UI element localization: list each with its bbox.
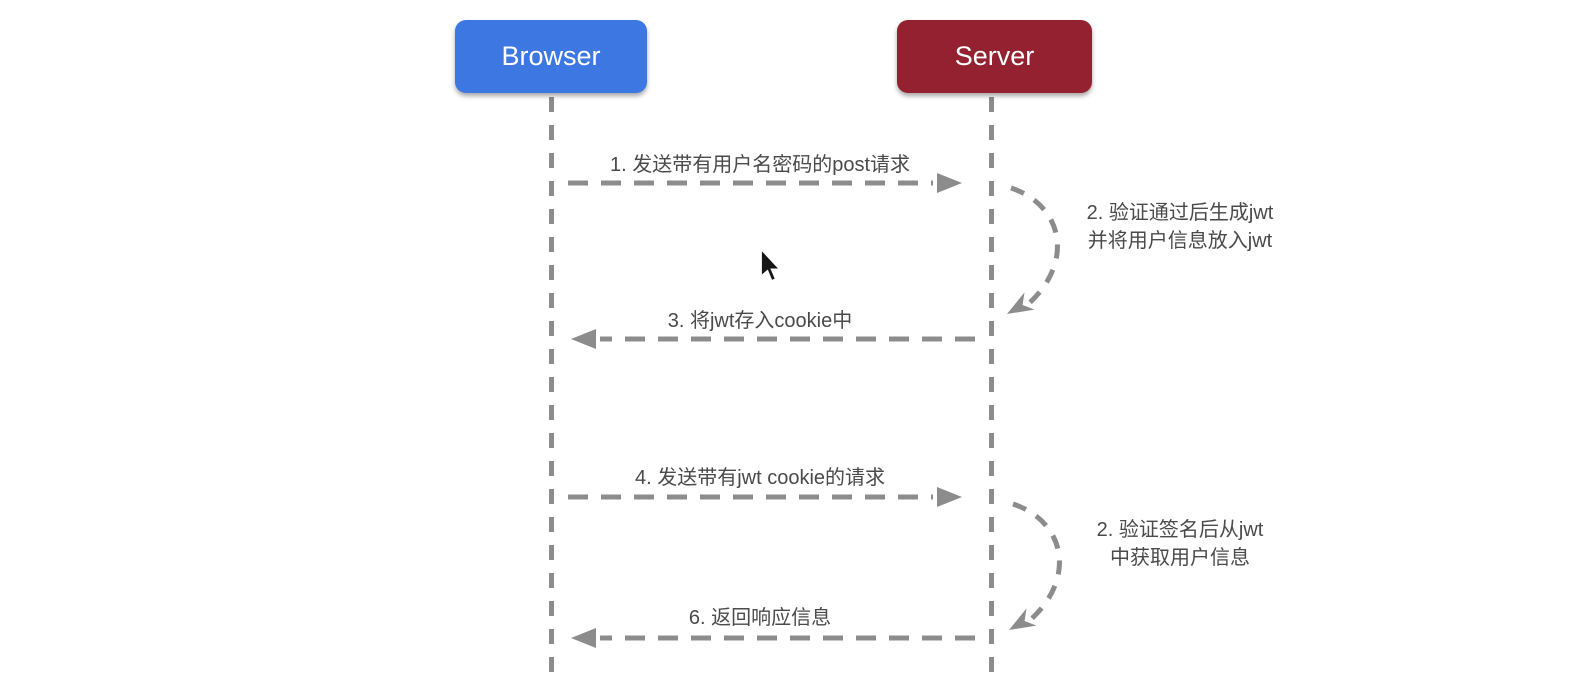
message-label-4: 4. 发送带有jwt cookie的请求	[634, 467, 886, 489]
self-loop-arrow-2	[1009, 501, 1062, 630]
self-loop-arrow-1	[1007, 185, 1060, 314]
mouse-pointer-icon	[760, 246, 783, 283]
self-loop-label-2: 2. 验证签名后从jwt 中获取用户信息	[1055, 516, 1305, 572]
message-label-6: 6. 返回响应信息	[688, 607, 832, 629]
self-loop-label-1-line2: 并将用户信息放入jwt	[1087, 230, 1273, 252]
message-label-1: 1. 发送带有用户名密码的post请求	[609, 154, 911, 176]
message-label-3: 3. 将jwt存入cookie中	[667, 310, 853, 332]
self-loop-label-2-line2: 中获取用户信息	[1110, 547, 1250, 569]
actor-box-server: Server	[897, 20, 1092, 93]
self-loop-label-2-line1: 2. 验证签名后从jwt	[1096, 519, 1264, 541]
actor-box-browser: Browser	[455, 20, 647, 93]
self-loop-label-1-line1: 2. 验证通过后生成jwt	[1086, 202, 1274, 224]
self-loop-label-1: 2. 验证通过后生成jwt 并将用户信息放入jwt	[1055, 199, 1305, 255]
arrow-msg-4	[568, 487, 962, 507]
actor-label-server: Server	[954, 41, 1035, 71]
actor-label-browser: Browser	[501, 41, 601, 71]
arrow-msg-3	[571, 329, 975, 349]
arrow-msg-6	[571, 628, 975, 648]
arrow-msg-1	[568, 173, 962, 193]
